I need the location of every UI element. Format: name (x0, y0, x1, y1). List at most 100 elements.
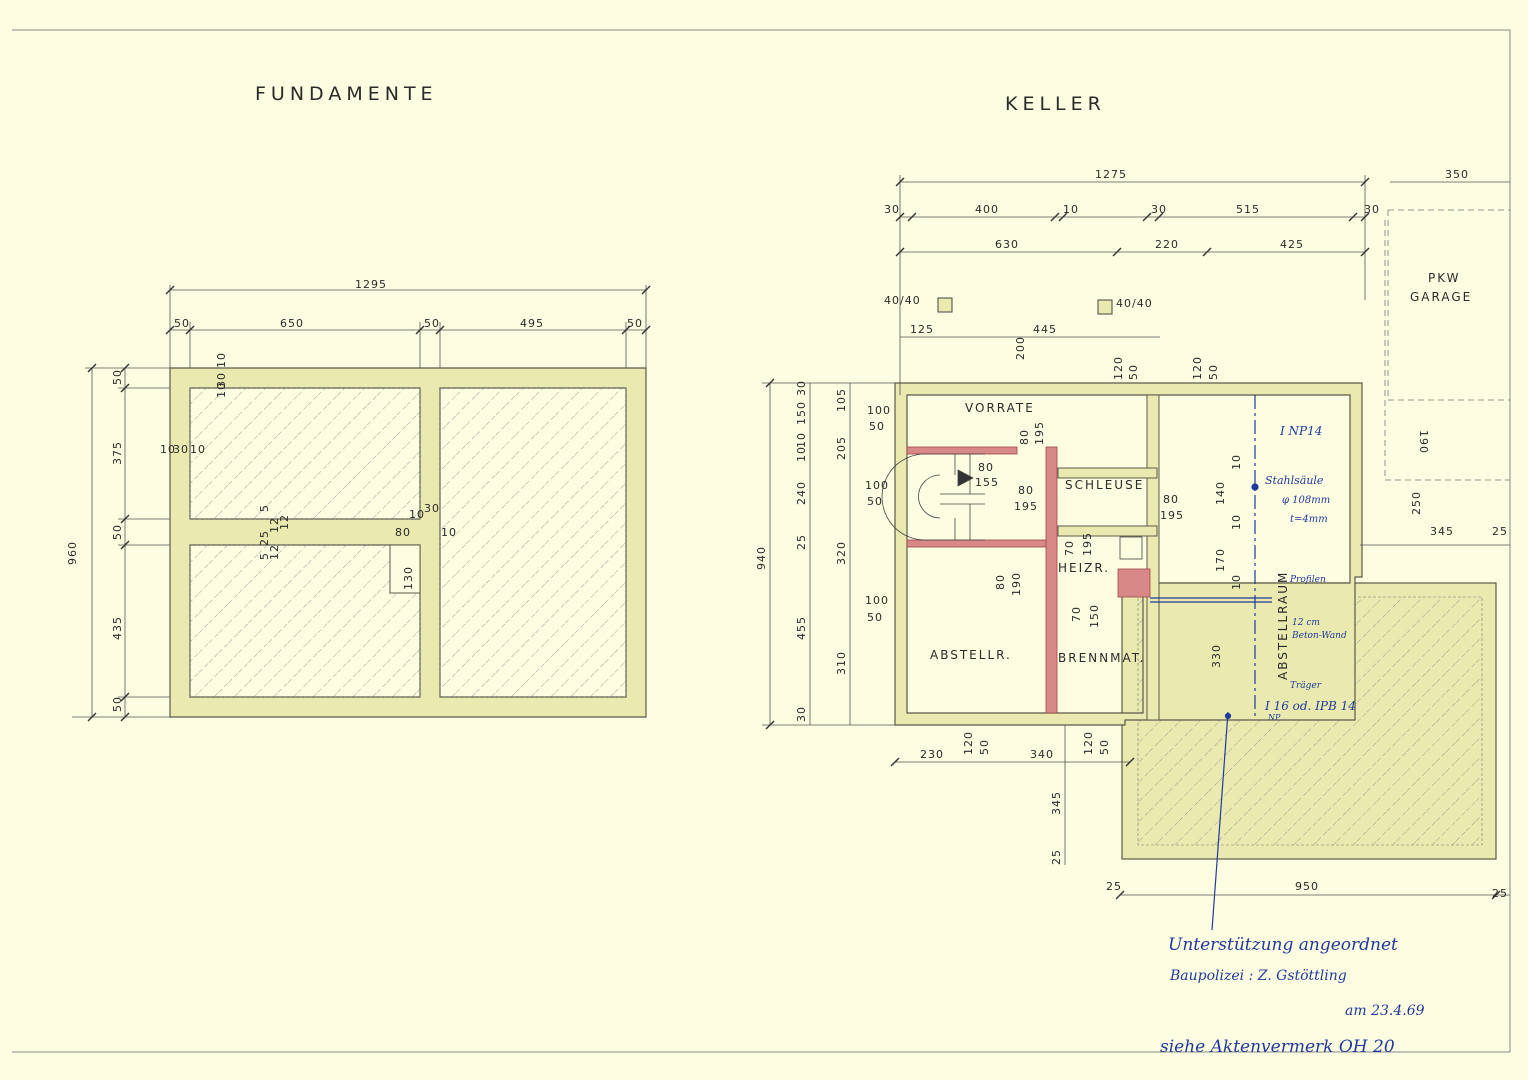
interior-walls (1057, 394, 1160, 721)
hand-column-2: φ 108mm (1282, 495, 1330, 506)
dim-label: 25 (1492, 525, 1508, 538)
dim-label: 10 (215, 382, 228, 398)
room-heizr: HEIZR. (1058, 561, 1110, 575)
dim-label: 120 (1112, 356, 1125, 380)
dim-label: 50 (424, 317, 440, 330)
dim-label: 155 (975, 476, 999, 489)
sheet-border (12, 29, 1511, 1053)
hand-wall-1: 12 cm (1292, 618, 1320, 628)
dim-label: 445 (1033, 323, 1057, 336)
dim-label: 105 (835, 388, 848, 412)
hand-beam-bottom-sub: NP (1267, 713, 1281, 722)
dim-label: 455 (795, 616, 808, 640)
dim-label: 30 (795, 706, 808, 722)
dim-label: 25 (795, 534, 808, 550)
dim-label: 150 (1088, 604, 1101, 628)
dim-label: 630 (995, 238, 1019, 251)
staircase (881, 453, 985, 541)
dim-label: 50 (867, 495, 883, 508)
title-fundamente: FUNDAMENTE (255, 83, 438, 105)
hand-note-4: siehe Aktenvermerk OH 20 (1160, 1037, 1395, 1057)
dim-label: 10 (215, 352, 228, 368)
dim-label: 310 (835, 651, 848, 675)
dim-label: 170 (1214, 548, 1227, 572)
dim-label: 12 (268, 517, 281, 533)
dim-label: 80 (1018, 484, 1034, 497)
dim-label: 650 (280, 317, 304, 330)
chimney (1119, 536, 1143, 560)
handwritten-annotations: I NP14 Stahlsäule φ 108mm t=4mm Profilen… (1160, 424, 1425, 1057)
dim-label: 950 (1295, 880, 1319, 893)
hand-note-3: am 23.4.69 (1345, 1003, 1425, 1019)
hand-traeger: Träger (1290, 681, 1322, 691)
room-vorrate: VORRATE (965, 401, 1035, 415)
dim-label: 195 (1014, 500, 1038, 513)
keller-dim-labels: 1275 350 30 400 10 30 515 30 630 220 425… (755, 168, 1508, 900)
dim-label: 25 (1050, 849, 1063, 865)
hand-wall-2: Beton-Wand (1291, 631, 1347, 641)
hand-column-3: t=4mm (1290, 514, 1328, 525)
dim-label: 150 (795, 401, 808, 425)
fundamente-dim-ticks (87, 285, 651, 722)
dim-label: 495 (520, 317, 544, 330)
dim-label: 220 (1155, 238, 1179, 251)
dim-label: 30 (795, 380, 808, 396)
dim-label: 195 (1033, 421, 1046, 445)
dim-label: 10 (441, 526, 457, 539)
dim-label: 30 (884, 203, 900, 216)
dim-label: 30 (215, 372, 228, 388)
dim-label: 125 (910, 323, 934, 336)
dim-label: 50 (111, 369, 124, 385)
dim-label: 100 (865, 594, 889, 607)
dim-label: 30 (173, 443, 189, 456)
dim-label: 10 (1230, 454, 1243, 470)
beam-line (1150, 395, 1272, 931)
dim-label: 50 (174, 317, 190, 330)
dim-label: 100 (867, 404, 891, 417)
dim-label: 10 (795, 446, 808, 462)
dim-label: 240 (795, 481, 808, 505)
dim-label: 435 (111, 616, 124, 640)
dim-label: 70 (1063, 540, 1076, 556)
dim-label: 40/40 (1116, 297, 1153, 310)
dim-label: 330 (1210, 644, 1223, 668)
dim-label: 345 (1050, 791, 1063, 815)
dim-label: 340 (1030, 748, 1054, 761)
dim-label: 30 (1364, 203, 1380, 216)
dim-label: 80 (994, 574, 1007, 590)
dim-label: 140 (1214, 481, 1227, 505)
dim-label: 50 (111, 524, 124, 540)
room-abstellraum: ABSTELLRAUM (1276, 571, 1290, 680)
foundation-hatch (189, 387, 627, 698)
hand-note-2: Baupolizei : Z. Gstöttling (1169, 968, 1347, 984)
dim-label: 195 (1160, 509, 1184, 522)
dim-label: 50 (111, 696, 124, 712)
dim-label: 70 (1070, 606, 1083, 622)
dim-label: 190 (1417, 430, 1430, 454)
dim-label: 960 (66, 541, 79, 565)
dim-label: 30 (424, 502, 440, 515)
dim-label: 10 (795, 432, 808, 448)
dim-label: 50 (1098, 739, 1111, 755)
dim-label: 50 (978, 739, 991, 755)
room-schleuse: SCHLEUSE (1065, 478, 1144, 492)
dim-label: 120 (1191, 356, 1204, 380)
foundation-pad (389, 544, 421, 594)
dim-label: 190 (1010, 572, 1023, 596)
dim-label: 10 (409, 508, 425, 521)
hand-beam-top: I NP14 (1279, 424, 1322, 438)
dim-label: 40/40 (884, 294, 921, 307)
dim-label: 515 (1236, 203, 1260, 216)
dim-label: 100 (865, 479, 889, 492)
dim-label: 12 (278, 514, 291, 530)
room-labels: VORRATE SCHLEUSE HEIZR. ABSTELLR. BRENNM… (930, 271, 1470, 680)
room-brennmat: BRENNMAT. (1058, 651, 1145, 665)
dim-label: 195 (1081, 532, 1094, 556)
dim-label: 400 (975, 203, 999, 216)
dim-label: 205 (835, 436, 848, 460)
dim-label: 80 (395, 526, 411, 539)
dim-label: 25 (1106, 880, 1122, 893)
keller-dim-ticks (765, 177, 1501, 900)
dim-label: 5 (258, 504, 271, 512)
